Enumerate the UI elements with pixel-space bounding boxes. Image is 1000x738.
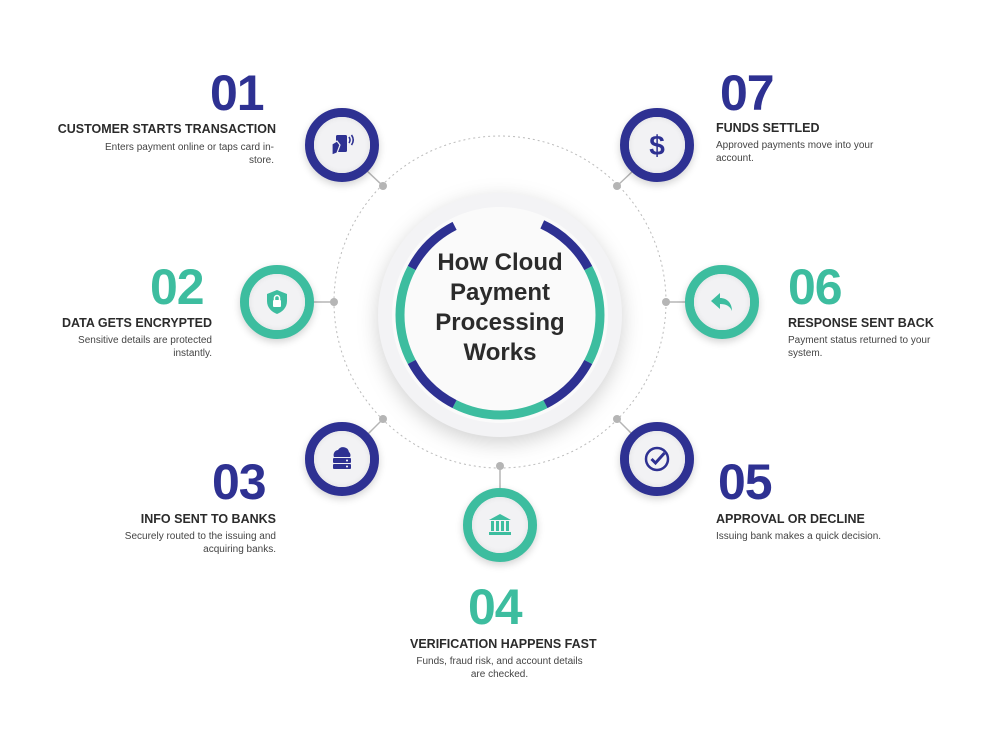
- step-7-number: 07: [720, 65, 775, 121]
- step-4-desc: Funds, fraud risk, and account details a…: [416, 656, 583, 680]
- step-5-node: [620, 422, 694, 496]
- center-disk: [392, 207, 608, 423]
- step-1-desc: Enters payment online or taps card in-st…: [105, 142, 274, 166]
- ring-segment: [395, 265, 416, 365]
- step-5-number: 05: [718, 454, 773, 510]
- step-6-node: [685, 265, 759, 339]
- step-3-desc: Securely routed to the issuing and acqui…: [124, 531, 276, 555]
- ring-segment: [584, 265, 605, 365]
- connector-dot: [330, 298, 338, 306]
- step-2-node: [240, 265, 314, 339]
- step-6-title: RESPONSE SENT BACK: [788, 316, 934, 330]
- ring-segment: [540, 220, 593, 271]
- center-ring: [395, 220, 605, 420]
- page-title: How Cloud Payment Processing Works: [435, 249, 565, 366]
- step-3-title: INFO SENT TO BANKS: [140, 512, 276, 526]
- step-5-title: APPROVAL OR DECLINE: [716, 512, 865, 526]
- ring-segment: [407, 359, 457, 409]
- connector-dot: [613, 182, 621, 190]
- step-4-node: [463, 488, 537, 562]
- ring-segment: [543, 359, 593, 409]
- step-6-desc: Payment status returned to your system.: [788, 335, 931, 359]
- step-6-number: 06: [788, 259, 843, 315]
- connector-dot: [379, 182, 387, 190]
- card-tap-icon: [331, 134, 355, 156]
- connector-dot: [379, 415, 387, 423]
- shield-lock-icon: [267, 290, 287, 314]
- step-3-number: 03: [212, 454, 267, 510]
- step-4-title: VERIFICATION HAPPENS FAST: [410, 637, 597, 651]
- step-2-title: DATA GETS ENCRYPTED: [61, 316, 212, 330]
- step-7-title: FUNDS SETTLED: [716, 121, 820, 135]
- step-2-desc: Sensitive details are protected instantl…: [78, 335, 212, 359]
- step-3-node: [305, 422, 379, 496]
- dollar-icon: $: [649, 130, 665, 161]
- svg-text:$: $: [649, 130, 665, 161]
- step-1-number: 01: [210, 65, 265, 121]
- ring-segment: [452, 400, 548, 420]
- step-7-node: $: [620, 108, 694, 182]
- connector-dot: [662, 298, 670, 306]
- check-circle-icon: [644, 446, 670, 472]
- cloud-server-icon: [333, 447, 351, 469]
- step-1-node: [305, 108, 379, 182]
- step-5-desc: Issuing bank makes a quick decision.: [716, 531, 882, 542]
- ring-segment: [407, 221, 457, 271]
- step-1-title: CUSTOMER STARTS TRANSACTION: [57, 122, 276, 136]
- connector-dot: [496, 462, 504, 470]
- bank-icon: [489, 514, 511, 535]
- connector-dot: [613, 415, 621, 423]
- reply-arrow-icon: [711, 293, 732, 311]
- step-4-number: 04: [468, 579, 523, 635]
- step-2-number: 02: [150, 259, 205, 315]
- step-7-desc: Approved payments move into your account…: [716, 140, 874, 164]
